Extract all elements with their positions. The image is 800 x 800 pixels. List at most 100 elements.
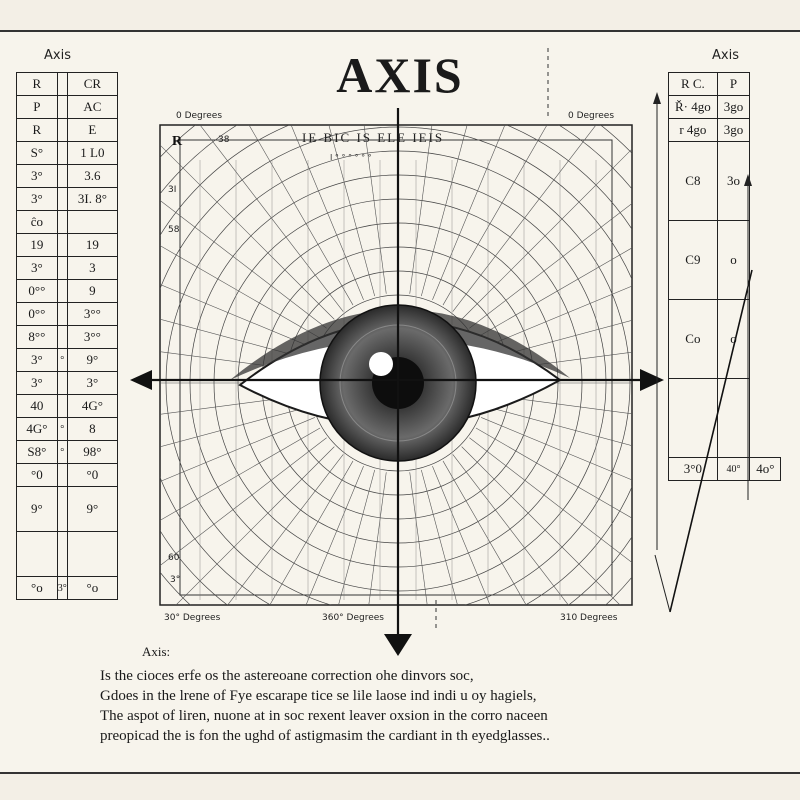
grid-spoke [199, 125, 344, 312]
grid-spoke [421, 469, 458, 605]
table-cell: 3° [16, 187, 58, 211]
table-cell: 3° [16, 256, 58, 280]
left-arrow [130, 370, 152, 390]
grid-spoke [481, 417, 632, 481]
grid-spoke [484, 319, 632, 360]
table-row: 3°3° [16, 371, 119, 395]
top-ticks: IE BIC IS ELE IEIS [302, 130, 444, 145]
table-cell: E [66, 118, 119, 142]
grid-spoke [248, 125, 354, 306]
table-row: R C.P [668, 72, 781, 96]
table-cell: 9° [16, 486, 58, 532]
down-arrow [384, 634, 412, 656]
caption-label: Axis: [142, 644, 171, 659]
caption-line-2: Gdoes in the lrene of Fye escarape tice … [100, 688, 537, 704]
table-cell: 3° [66, 371, 119, 395]
table-row [16, 531, 119, 577]
grid-spoke [338, 469, 375, 605]
table-cell: 0°° [16, 302, 58, 326]
table-cell [16, 531, 58, 577]
table-cell: 98° [66, 440, 119, 464]
table-cell: 3°0 [668, 457, 718, 481]
table-row: ĉo [16, 210, 119, 234]
right-lower-rule [654, 554, 671, 613]
grid-spoke [452, 125, 597, 312]
tag-bottom-left: 30° Degrees [164, 613, 221, 623]
grid-spoke [160, 144, 335, 320]
table-cell: o [716, 220, 751, 300]
grid-spoke [160, 199, 327, 329]
table-cell: 1 L0 [66, 141, 119, 165]
grid-spoke [442, 460, 527, 605]
right-left-marker-arrow [653, 92, 661, 104]
grid-spoke [227, 454, 344, 605]
table-cell: AC [66, 95, 119, 119]
table-cell: 4G° [66, 394, 119, 418]
grid-spoke [160, 394, 309, 415]
table-row: 0°° 3°° [16, 302, 119, 326]
grid-spoke [487, 394, 632, 415]
table-cell: °0 [16, 463, 58, 487]
table-cell: C8 [668, 141, 718, 221]
table-cell: R C. [668, 72, 718, 96]
side-mark-2: 3I [168, 185, 176, 195]
grid-spoke [409, 125, 433, 294]
grid-spoke [469, 437, 632, 563]
table-cell [66, 531, 119, 577]
grid-spoke [160, 427, 321, 521]
table-cell: R [16, 118, 58, 142]
grid-spoke [461, 446, 621, 605]
table-cell: r 4go [668, 118, 718, 142]
table-cell: 0°° [16, 279, 58, 303]
table-cell: 3o [716, 141, 751, 221]
table-cell [66, 210, 119, 234]
side-mark-3: 58 [168, 225, 180, 235]
table-cell: 4o° [749, 457, 782, 481]
tag-top-right: 0 Degrees [568, 111, 614, 121]
grid-spoke [432, 466, 491, 605]
eye-lid-shade [230, 309, 570, 380]
inner-corner-label: R [172, 134, 183, 149]
table-row: 3°3 [16, 256, 119, 280]
table-cell: S8° [16, 440, 58, 464]
grid-spoke [160, 406, 312, 448]
grid-spoke [269, 460, 354, 605]
grid-spoke [484, 406, 632, 447]
table-row: 3° 3I. 8° [16, 187, 119, 211]
eye-highlight [369, 352, 393, 376]
grid-spoke [175, 446, 335, 605]
grid-spoke [160, 284, 315, 349]
grid-spoke [442, 125, 548, 306]
side-mark-1: 38 [218, 135, 230, 145]
table-row: 3°3.6 [16, 164, 119, 188]
side-mark-5: 3° [170, 575, 180, 585]
diagram-frame [159, 124, 633, 606]
grid-spoke [160, 245, 321, 339]
table-row: S°1 L0 [16, 141, 119, 165]
grid-spoke [305, 466, 364, 605]
table-cell: P [716, 72, 751, 96]
tag-bottom-mid: 360° Degrees [322, 613, 384, 623]
grid-spoke [160, 437, 327, 567]
sub-ticks: I ° ° ° ° ° ° [330, 153, 372, 162]
table-cell: 3I. 8° [66, 187, 119, 211]
grid-spoke [475, 247, 632, 339]
table-cell: 40° [717, 457, 750, 481]
side-mark-4: 60 [168, 553, 180, 563]
table-cell: 4G° [16, 417, 58, 441]
table-cell: 9° [66, 348, 119, 372]
table-cell: o [716, 299, 751, 379]
grid-spoke [160, 417, 315, 482]
table-cell: 3°° [66, 302, 119, 326]
